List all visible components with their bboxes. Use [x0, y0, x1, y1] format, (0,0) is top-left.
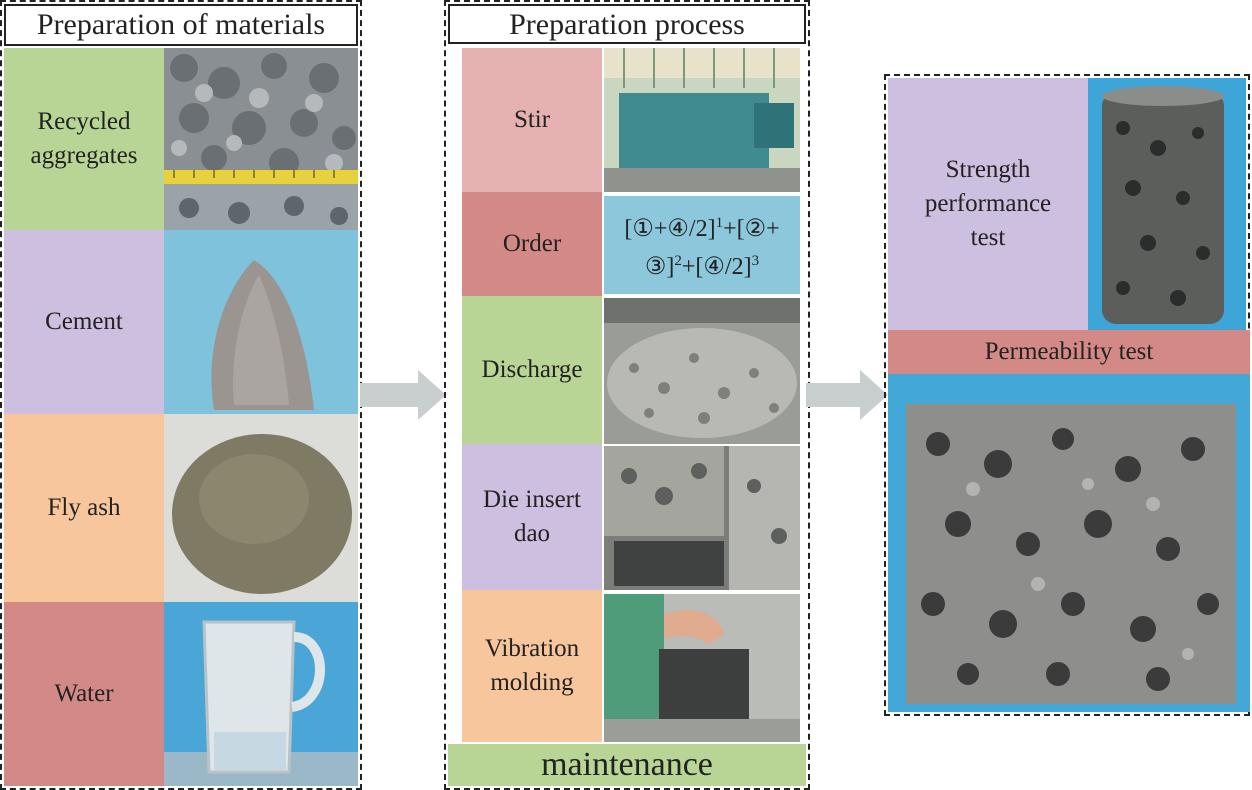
permeability-label: Permeability test: [984, 338, 1154, 365]
maintenance-label: maintenance: [541, 746, 713, 783]
formula-term-3: ③]: [644, 254, 675, 280]
formula-sup-2: 2: [674, 253, 682, 269]
step-label: Vibration molding: [484, 635, 580, 696]
step-label: Discharge: [481, 356, 583, 383]
arrow-right-icon: [360, 370, 446, 420]
step-label: Order: [502, 230, 562, 257]
cement-photo: [164, 230, 358, 414]
formula-term-4: +[④/2]: [681, 254, 752, 280]
material-recycled-aggregates: Recycled aggregates: [4, 48, 164, 230]
step-discharge: Discharge: [462, 296, 602, 444]
die-insert-photo: [604, 446, 800, 590]
material-fly-ash: Fly ash: [4, 414, 164, 602]
step-stir: Stir: [462, 48, 602, 192]
material-water: Water: [4, 602, 164, 786]
step-vibration-molding: Vibration molding: [462, 590, 602, 742]
step-label: Stir: [513, 106, 551, 133]
formula-term-1: [①+④/2]: [624, 216, 716, 242]
material-label: Water: [54, 680, 114, 707]
maintenance-bar: maintenance: [448, 744, 806, 786]
strength-test: Strength performance test: [888, 78, 1088, 330]
water-photo: [164, 602, 358, 786]
step-label: Die insert dao: [483, 486, 581, 547]
arrow-right-icon: [806, 370, 888, 420]
step-order: Order: [462, 192, 602, 296]
material-label: Fly ash: [47, 494, 121, 521]
material-cement: Cement: [4, 230, 164, 414]
order-formula: [①+④/2]1+[②+ ③]2+[④/2]3: [604, 196, 800, 294]
material-label: Recycled aggregates: [30, 108, 138, 169]
cylinder-specimen-photo: [1088, 78, 1246, 330]
formula-sup-3: 3: [751, 253, 760, 269]
strength-label: Strength performance test: [924, 156, 1052, 251]
mixer-photo: [604, 48, 800, 192]
recycled-aggregates-photo: [164, 48, 358, 230]
discharge-photo: [604, 298, 800, 444]
process-title: Preparation process: [448, 4, 806, 44]
fly-ash-photo: [164, 414, 358, 602]
vibration-molding-photo: [604, 594, 800, 742]
materials-title: Preparation of materials: [4, 4, 358, 46]
permeable-block-photo: [888, 374, 1250, 712]
material-label: Cement: [45, 308, 123, 335]
formula-term-2: +[②+: [723, 216, 780, 242]
step-die-insert: Die insert dao: [462, 444, 602, 590]
formula-sup-1: 1: [715, 215, 724, 231]
permeability-test: Permeability test: [888, 330, 1250, 374]
